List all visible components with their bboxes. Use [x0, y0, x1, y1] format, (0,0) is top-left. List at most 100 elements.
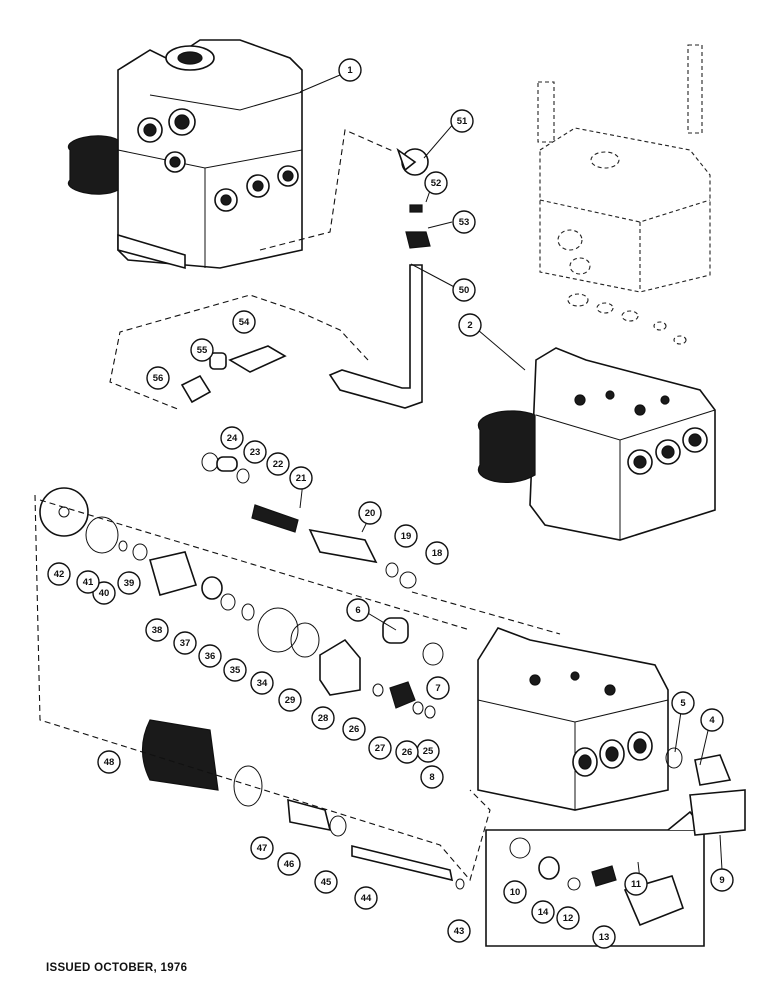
callout-circle [47, 562, 71, 586]
callout-47: 47 [250, 836, 274, 860]
callout-circle [232, 310, 256, 334]
callout-28: 28 [311, 706, 335, 730]
callout-number: 45 [321, 877, 332, 888]
callout-number: 12 [563, 913, 574, 924]
callout-circle [452, 210, 476, 234]
callout-circle [447, 919, 471, 943]
callout-10: 10 [503, 880, 527, 904]
callout-50: 50 [452, 278, 476, 302]
callout-circle [314, 870, 338, 894]
callout-circle [145, 618, 169, 642]
callout-1: 1 [338, 58, 362, 82]
callout-number: 41 [83, 577, 94, 588]
callout-number: 18 [432, 548, 443, 559]
callout-11: 11 [624, 872, 648, 896]
callout-circle [395, 740, 419, 764]
callout-circle [426, 676, 450, 700]
callout-number: 2 [467, 320, 472, 331]
callout-26a: 26 [342, 717, 366, 741]
callout-number: 29 [285, 695, 296, 706]
callout-circle [97, 750, 121, 774]
callout-number: 5 [680, 698, 686, 709]
callout-number: 6 [355, 605, 360, 616]
callout-number: 11 [631, 879, 642, 890]
valve-assembly-3 [477, 627, 669, 811]
group-lines [34, 129, 561, 882]
callout-number: 37 [180, 638, 191, 649]
callout-20: 20 [358, 501, 382, 525]
callout-42: 42 [47, 562, 71, 586]
callout-number: 14 [538, 907, 549, 918]
callout-19: 19 [394, 524, 418, 548]
callout-36: 36 [198, 644, 222, 668]
plunger-parts [141, 719, 465, 890]
callout-circle [346, 598, 370, 622]
callout-44: 44 [354, 886, 378, 910]
callout-circle [250, 836, 274, 860]
callout-18: 18 [425, 541, 449, 565]
callout-number: 51 [457, 116, 468, 127]
callout-circle [76, 570, 100, 594]
callout-circle [420, 765, 444, 789]
callout-circle [278, 688, 302, 712]
callout-40: 40 [92, 581, 116, 605]
callout-number: 55 [197, 345, 208, 356]
callout-number: 4 [709, 715, 715, 726]
valve-assembly-1 [67, 39, 303, 270]
callout-circle [117, 571, 141, 595]
callout-25: 25 [416, 739, 440, 763]
fitting-parts [180, 147, 431, 409]
callout-circle [450, 109, 474, 133]
callout-8: 8 [420, 765, 444, 789]
callout-22: 22 [266, 452, 290, 476]
callout-circle [700, 708, 724, 732]
callout-2: 2 [458, 313, 482, 337]
callout-4: 4 [700, 708, 724, 732]
callout-number: 8 [429, 772, 434, 783]
callout-circle [266, 452, 290, 476]
callout-number: 7 [435, 683, 440, 694]
callout-5: 5 [671, 691, 695, 715]
callout-number: 19 [401, 531, 412, 542]
callout-55: 55 [190, 338, 214, 362]
callout-53: 53 [452, 210, 476, 234]
callout-number: 26 [349, 724, 360, 735]
callout-circle [173, 631, 197, 655]
callout-number: 52 [431, 178, 442, 189]
callout-number: 46 [284, 859, 295, 870]
callout-number: 50 [459, 285, 470, 296]
ghost-valve-section [537, 44, 711, 345]
callout-number: 36 [205, 651, 216, 662]
callout-number: 9 [719, 875, 724, 886]
callout-6: 6 [346, 598, 370, 622]
callout-number: 43 [454, 926, 465, 937]
callout-circle [223, 658, 247, 682]
callout-24: 24 [220, 426, 244, 450]
callout-37: 37 [173, 631, 197, 655]
callout-circle [503, 880, 527, 904]
callout-23: 23 [243, 440, 267, 464]
callout-number: 20 [365, 508, 376, 519]
leader-lines [299, 74, 723, 881]
callout-52: 52 [424, 171, 448, 195]
callout-number: 22 [273, 459, 284, 470]
callout-circle [338, 58, 362, 82]
spool-parts [39, 452, 444, 779]
callout-number: 1 [347, 65, 353, 76]
callout-number: 47 [257, 843, 268, 854]
callout-circle [146, 366, 170, 390]
callout-circle [425, 541, 449, 565]
callout-34: 34 [250, 671, 274, 695]
callout-number: 13 [599, 932, 610, 943]
callout-number: 42 [54, 569, 65, 580]
callout-27: 27 [368, 736, 392, 760]
callout-number: 35 [230, 665, 241, 676]
callout-13: 13 [592, 925, 616, 949]
callout-number: 23 [250, 447, 261, 458]
callout-circle [592, 925, 616, 949]
callout-54: 54 [232, 310, 256, 334]
callout-number: 39 [124, 578, 135, 589]
callout-41: 41 [76, 570, 100, 594]
callout-circle [368, 736, 392, 760]
